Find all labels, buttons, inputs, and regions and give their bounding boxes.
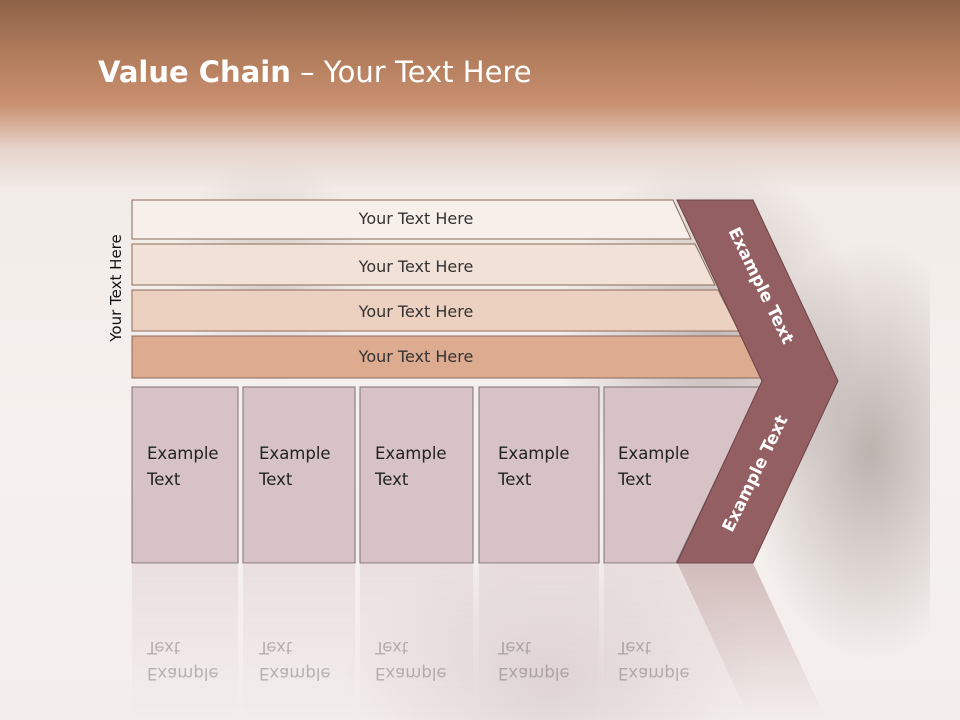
title-bold: Value Chain <box>98 55 291 89</box>
reflection-column-3-line1: Example <box>375 664 447 683</box>
column-3 <box>359 386 474 564</box>
reflection-column-3-line2: Text <box>374 638 409 657</box>
bar-1 <box>131 199 692 240</box>
column-1 <box>131 386 239 564</box>
column-5-line2: Text <box>617 470 652 489</box>
column-2-line1: Example <box>259 444 331 463</box>
reflection-column-5-line2: Text <box>617 638 652 657</box>
slide-title: Value Chain – Your Text Here <box>98 55 532 89</box>
column-4 <box>478 386 600 564</box>
reflection-column-2-line1: Example <box>259 664 331 683</box>
column-3-line2: Text <box>374 470 409 489</box>
column-2-line2: Text <box>258 470 293 489</box>
title-rest: – Your Text Here <box>290 55 532 89</box>
bar-4-label: Your Text Here <box>358 347 474 366</box>
bar-2 <box>131 243 716 286</box>
reflection-column-2-line2: Text <box>258 638 293 657</box>
bar-1-label: Your Text Here <box>358 209 474 228</box>
reflection <box>132 563 827 720</box>
column-4-line1: Example <box>498 444 570 463</box>
column-2 <box>242 386 356 564</box>
reflection-column-4-line1: Example <box>498 664 570 683</box>
column-4-line2: Text <box>497 470 532 489</box>
bar-3-label: Your Text Here <box>358 302 474 321</box>
reflection-column-5-line1: Example <box>618 664 690 683</box>
reflection-column-1-line2: Text <box>146 638 181 657</box>
reflection-column-4-line2: Text <box>497 638 532 657</box>
column-1-line1: Example <box>147 444 219 463</box>
column-1-line2: Text <box>146 470 181 489</box>
reflection-text: Text Example Text Example Text Example T… <box>146 638 690 683</box>
header-band <box>0 0 960 190</box>
column-5-line1: Example <box>618 444 690 463</box>
column-3-line1: Example <box>375 444 447 463</box>
bar-2-label: Your Text Here <box>358 257 474 276</box>
reflection-column-1-line1: Example <box>147 664 219 683</box>
